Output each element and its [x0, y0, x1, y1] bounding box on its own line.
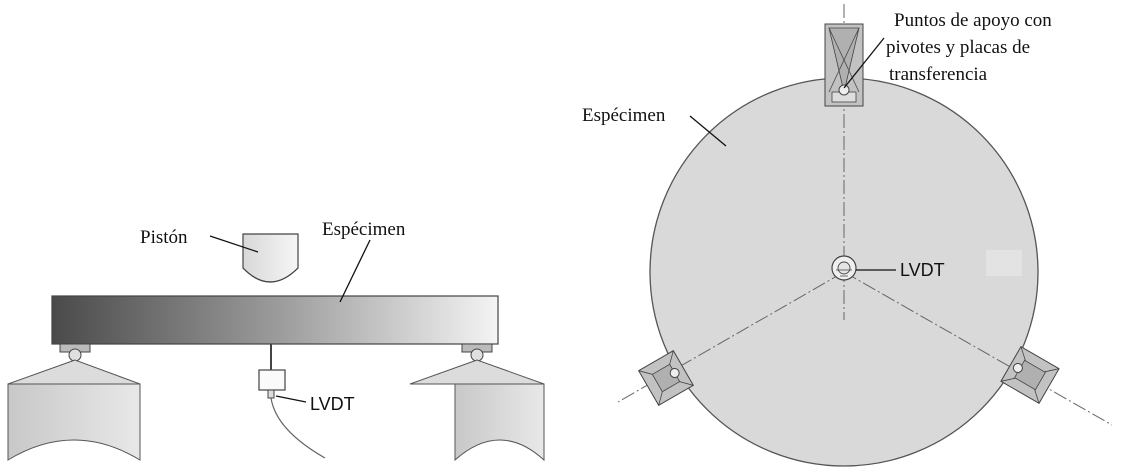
top-support [824, 23, 864, 107]
lvdt-label-background [986, 250, 1022, 276]
supports-label-line1: Puntos de apoyo con [894, 10, 1052, 31]
bottom-right-support [1000, 345, 1060, 405]
supports-leader [843, 37, 885, 89]
beam-specimen-label: Espécimen [322, 219, 406, 240]
bottom-left-support [637, 349, 695, 407]
left-support [7, 343, 141, 461]
supports-label-line3: transferencia [889, 64, 988, 85]
piston-label: Pistón [140, 227, 188, 248]
center-lvdt [831, 250, 1022, 281]
beam-test-diagram: Pistón Espécimen LVDT [7, 219, 545, 462]
beam-specimen [51, 295, 499, 345]
round-panel-test-diagram: Puntos de apoyo con pivotes y placas de … [582, 4, 1113, 467]
lvdt-leader-left [275, 395, 307, 403]
beam-lvdt-label: LVDT [310, 394, 355, 414]
supports-label-line2: pivotes y placas de [886, 37, 1030, 58]
round-specimen-label: Espécimen [582, 105, 666, 126]
piston-leader [209, 235, 259, 253]
round-lvdt-label: LVDT [900, 260, 945, 280]
lvdt-sensor [258, 344, 326, 459]
specimen-leader-right [689, 115, 727, 147]
specimen-leader-left [339, 239, 371, 303]
piston [242, 233, 299, 283]
right-support [409, 343, 545, 462]
